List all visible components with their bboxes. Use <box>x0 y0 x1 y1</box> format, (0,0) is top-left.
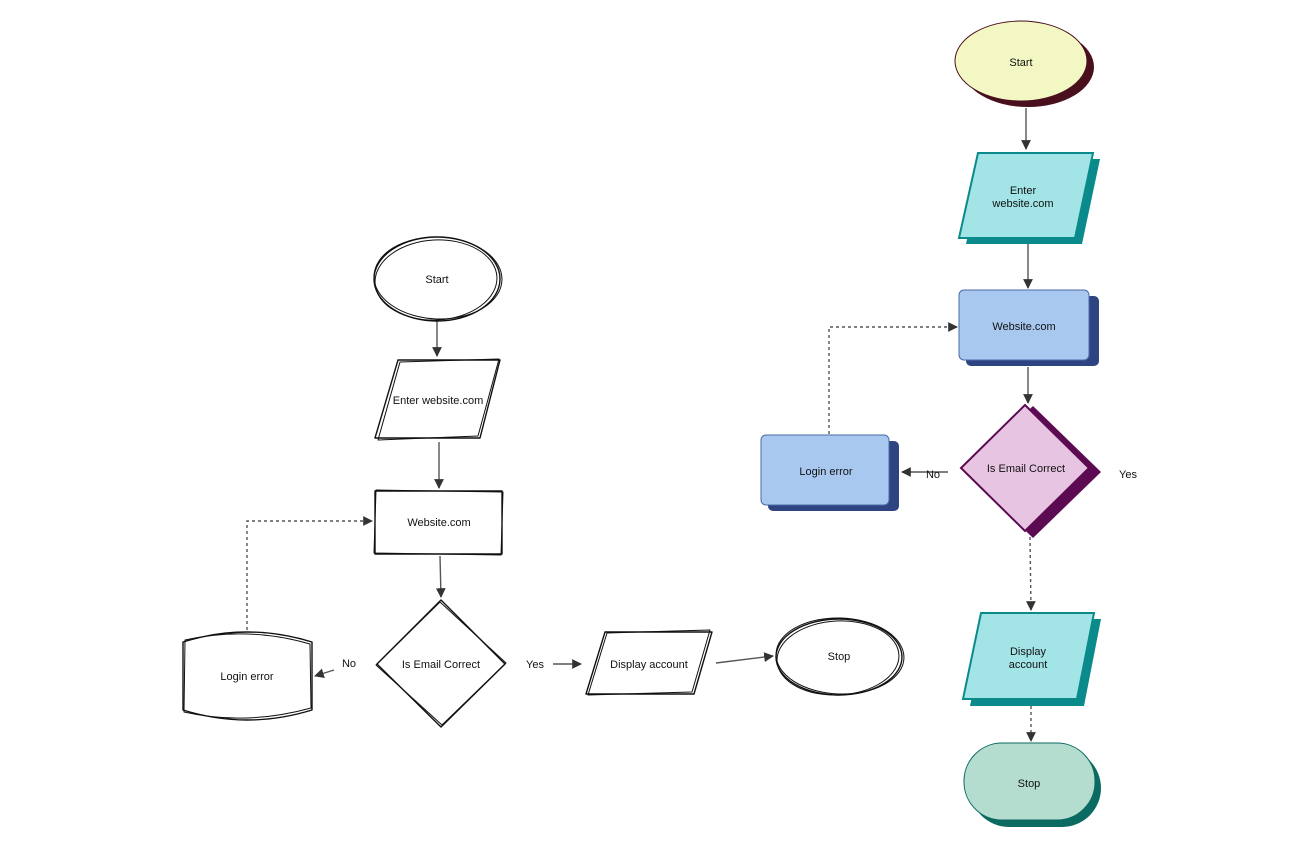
enter-website-node[interactable]: Enter website.com <box>374 358 501 441</box>
r-website-node[interactable]: Website.com <box>958 289 1099 366</box>
website-label: Website.com <box>407 517 470 529</box>
r-login-error-node[interactable]: Login error <box>760 434 899 511</box>
edge-display-to-stop <box>715 652 774 664</box>
r-decision-node[interactable]: Is Email Correct <box>959 403 1101 538</box>
edge-r-error-retry <box>828 322 958 434</box>
r-enter-label-line2: website.com <box>991 198 1053 210</box>
r-display-account-node[interactable]: Display account <box>961 612 1101 706</box>
r-yes-label: Yes <box>1119 469 1137 481</box>
edge-decision-no <box>314 668 335 679</box>
r-website-label: Website.com <box>992 321 1055 333</box>
decision-node[interactable]: Is Email Correct <box>375 599 507 728</box>
edge-error-retry <box>246 516 373 630</box>
r-login-error-label: Login error <box>799 466 853 478</box>
login-error-node[interactable]: Login error <box>182 631 313 721</box>
r-display-label-line1: Display <box>1010 646 1047 658</box>
website-node[interactable]: Website.com <box>373 489 504 556</box>
r-display-label-line2: account <box>1009 659 1048 671</box>
edge-r-decision-yes <box>1025 536 1036 611</box>
login-error-label: Login error <box>220 671 274 683</box>
no-label: No <box>342 658 356 670</box>
enter-website-label: Enter website.com <box>393 395 483 407</box>
start-label: Start <box>425 274 448 286</box>
display-account-label: Display account <box>610 659 688 671</box>
decision-label: Is Email Correct <box>402 659 480 671</box>
edge-website-to-decision <box>435 555 446 598</box>
stop-label: Stop <box>828 651 851 663</box>
r-decision-label: Is Email Correct <box>987 463 1065 475</box>
start-node[interactable]: Start <box>373 235 504 323</box>
r-start-label: Start <box>1009 57 1032 69</box>
r-enter-website-node[interactable]: Enter website.com <box>957 152 1100 244</box>
yes-label: Yes <box>526 659 544 671</box>
display-account-node[interactable]: Display account <box>585 629 713 696</box>
r-stop-label: Stop <box>1018 778 1041 790</box>
r-enter-label-line1: Enter <box>1010 185 1037 197</box>
r-no-label: No <box>926 469 940 481</box>
right-flowchart: Start Enter website.com Website.com Is E… <box>760 20 1137 827</box>
r-stop-node[interactable]: Stop <box>963 742 1101 827</box>
stop-node[interactable]: Stop <box>775 616 906 698</box>
r-start-node[interactable]: Start <box>954 20 1094 107</box>
left-flowchart: Start Enter website.com Website.com Is E… <box>182 235 906 728</box>
